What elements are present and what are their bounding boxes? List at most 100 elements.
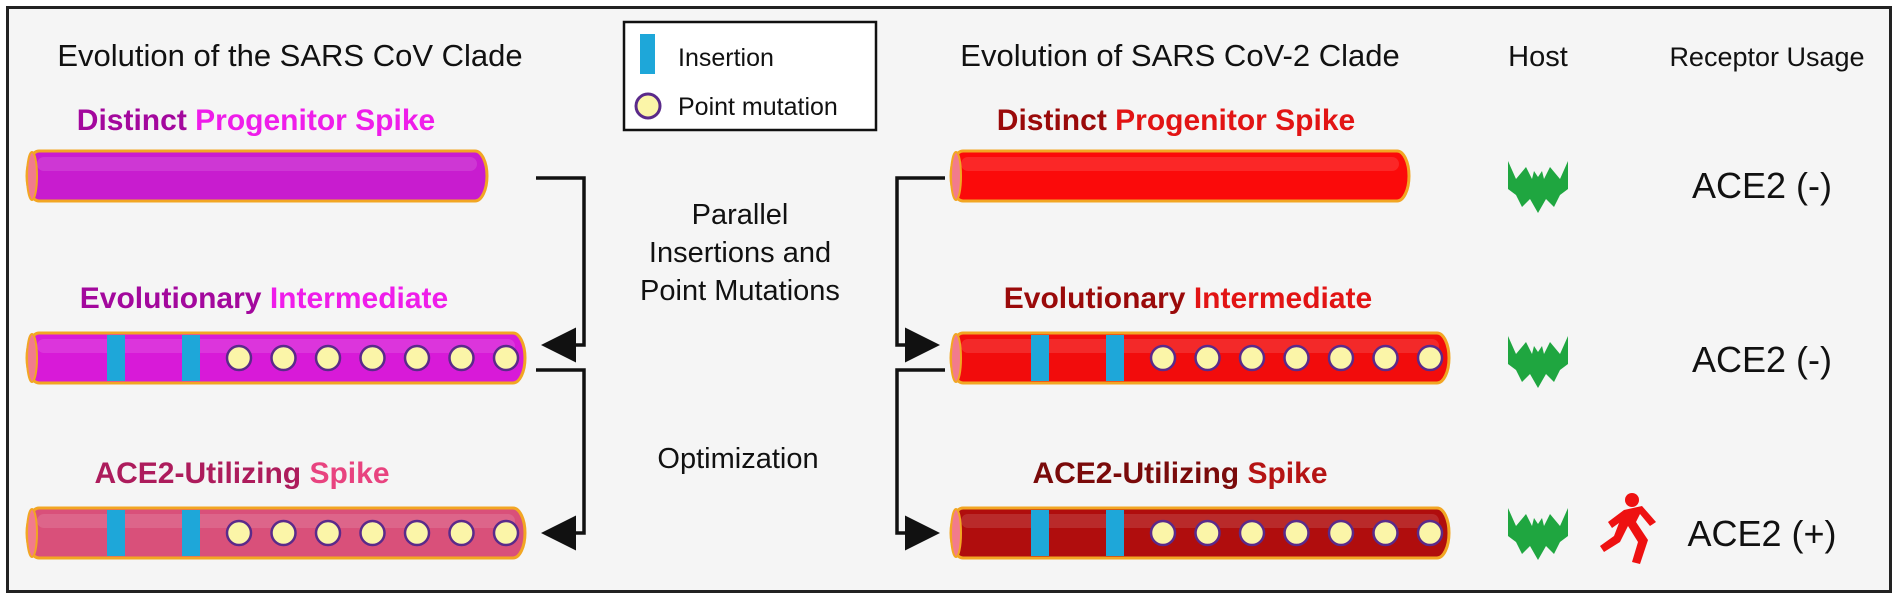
right-bracket-arrow-1 <box>895 176 945 363</box>
bat-icon <box>1508 508 1568 560</box>
right-label-3: ACE2-Utilizing Spike <box>1032 457 1327 490</box>
point-mutation-mark <box>1194 344 1221 372</box>
point-mutation-mark <box>359 344 386 372</box>
point-mutation-swatch <box>634 92 662 120</box>
right-intermediate-spike <box>949 331 1451 385</box>
right-label-1-part-a: Distinct <box>997 104 1115 137</box>
right-label-3-part-a: ACE2-Utilizing <box>1032 457 1247 490</box>
point-mutation-mark <box>1149 519 1177 547</box>
insertion-mark <box>1031 335 1049 381</box>
receptor-usage-row-2: ACE2 (-) <box>1692 339 1832 380</box>
left-label-1: Distinct Progenitor Spike <box>77 104 435 137</box>
left-ace2-spike <box>25 506 527 560</box>
point-mutation-mark <box>314 519 342 547</box>
bat-icon <box>1508 336 1568 388</box>
parallel-text-line-3: Point Mutations <box>640 275 840 307</box>
point-mutation-mark <box>1416 519 1444 547</box>
parallel-text-line-2: Insertions and <box>649 237 831 269</box>
point-mutation-mark <box>1372 519 1399 547</box>
point-mutation-mark <box>403 344 431 372</box>
human-body <box>1600 506 1656 564</box>
point-mutation-mark <box>492 519 520 547</box>
point-mutation-mark <box>1238 344 1266 372</box>
spike-highlight <box>37 157 477 171</box>
spike-highlight <box>961 339 1439 353</box>
left-progenitor-spike <box>25 149 489 203</box>
spike-highlight <box>961 514 1439 528</box>
insertion-mark <box>107 335 125 381</box>
right-panel-title: Evolution of SARS CoV-2 Clade <box>960 38 1399 73</box>
spike-highlight <box>37 339 515 353</box>
right-progenitor-spike <box>949 149 1411 203</box>
host-header: Host <box>1508 41 1568 73</box>
receptor-usage-row-3: ACE2 (+) <box>1687 513 1836 554</box>
left-label-2-part-a: Evolutionary <box>80 282 270 315</box>
right-label-2-part-a: Evolutionary <box>1004 282 1194 315</box>
point-mutation-mark <box>1283 519 1310 547</box>
right-label-1: Distinct Progenitor Spike <box>997 104 1355 137</box>
point-mutation-mark <box>225 519 253 547</box>
bat-shape <box>1508 508 1568 560</box>
bat-shape <box>1508 336 1568 388</box>
insertion-mark <box>1106 510 1124 556</box>
point-mutation-mark <box>225 344 253 372</box>
right-label-2: Evolutionary Intermediate <box>1004 282 1372 315</box>
legend: Insertion Point mutation <box>622 20 878 132</box>
spike-end-cap <box>950 508 962 558</box>
point-mutation-mark <box>448 344 475 372</box>
legend-box <box>622 20 878 132</box>
spike-end-cap <box>950 151 962 201</box>
point-mutation-mark <box>314 344 342 372</box>
parallel-text-line-1: Parallel <box>692 199 789 231</box>
left-label-2: Evolutionary Intermediate <box>80 282 448 315</box>
bat-shape <box>1508 161 1568 213</box>
point-mutation-mark <box>448 519 475 547</box>
figure-frame <box>6 6 1892 593</box>
right-bracket-arrow-2 <box>895 368 945 551</box>
point-mutation-mark <box>1194 519 1221 547</box>
human-arm <box>1608 510 1626 528</box>
point-mutation-mark <box>359 519 386 547</box>
left-label-3: ACE2-Utilizing Spike <box>94 457 389 490</box>
right-label-3-part-b: Spike <box>1247 457 1327 490</box>
insertion-mark <box>107 510 125 556</box>
legend-insertion-label: Insertion <box>678 44 774 72</box>
point-mutation-mark <box>403 519 431 547</box>
point-mutation-mark <box>270 344 297 372</box>
left-label-3-part-b: Spike <box>309 457 389 490</box>
receptor-usage-row-1: ACE2 (-) <box>1692 165 1832 206</box>
human-running-icon <box>1600 493 1656 564</box>
left-panel-title: Evolution of the SARS CoV Clade <box>57 38 522 73</box>
left-bracket-arrow-1 <box>536 176 586 363</box>
legend-point-mutation-label: Point mutation <box>678 93 838 121</box>
bat-icon <box>1508 161 1568 213</box>
point-mutation-mark <box>270 519 297 547</box>
spike-highlight <box>961 157 1399 171</box>
point-mutation-mark <box>1327 519 1355 547</box>
insertion-mark <box>1106 335 1124 381</box>
insertion-mark <box>1031 510 1049 556</box>
right-label-1-part-b: Progenitor Spike <box>1115 104 1355 137</box>
insertion-swatch <box>640 34 655 74</box>
spike-end-cap <box>26 333 38 383</box>
point-mutation-mark <box>1327 344 1355 372</box>
left-label-1-part-a: Distinct <box>77 104 195 137</box>
spike-end-cap <box>26 151 38 201</box>
point-mutation-mark <box>1238 519 1266 547</box>
left-intermediate-spike <box>25 331 527 385</box>
insertion-mark <box>182 510 200 556</box>
point-mutation-mark <box>1283 344 1310 372</box>
left-bracket-arrow-2 <box>536 368 586 551</box>
left-label-1-part-b: Progenitor Spike <box>195 104 435 137</box>
point-mutation-mark <box>1372 344 1399 372</box>
point-mutation-mark <box>1149 344 1177 372</box>
spike-end-cap <box>950 333 962 383</box>
right-label-2-part-b: Intermediate <box>1194 282 1372 315</box>
receptor-usage-header: Receptor Usage <box>1669 42 1864 72</box>
point-mutation-mark <box>1416 344 1444 372</box>
human-head <box>1625 493 1639 507</box>
optimization-text: Optimization <box>657 443 818 475</box>
spike-end-cap <box>26 508 38 558</box>
left-label-3-part-a: ACE2-Utilizing <box>94 457 309 490</box>
